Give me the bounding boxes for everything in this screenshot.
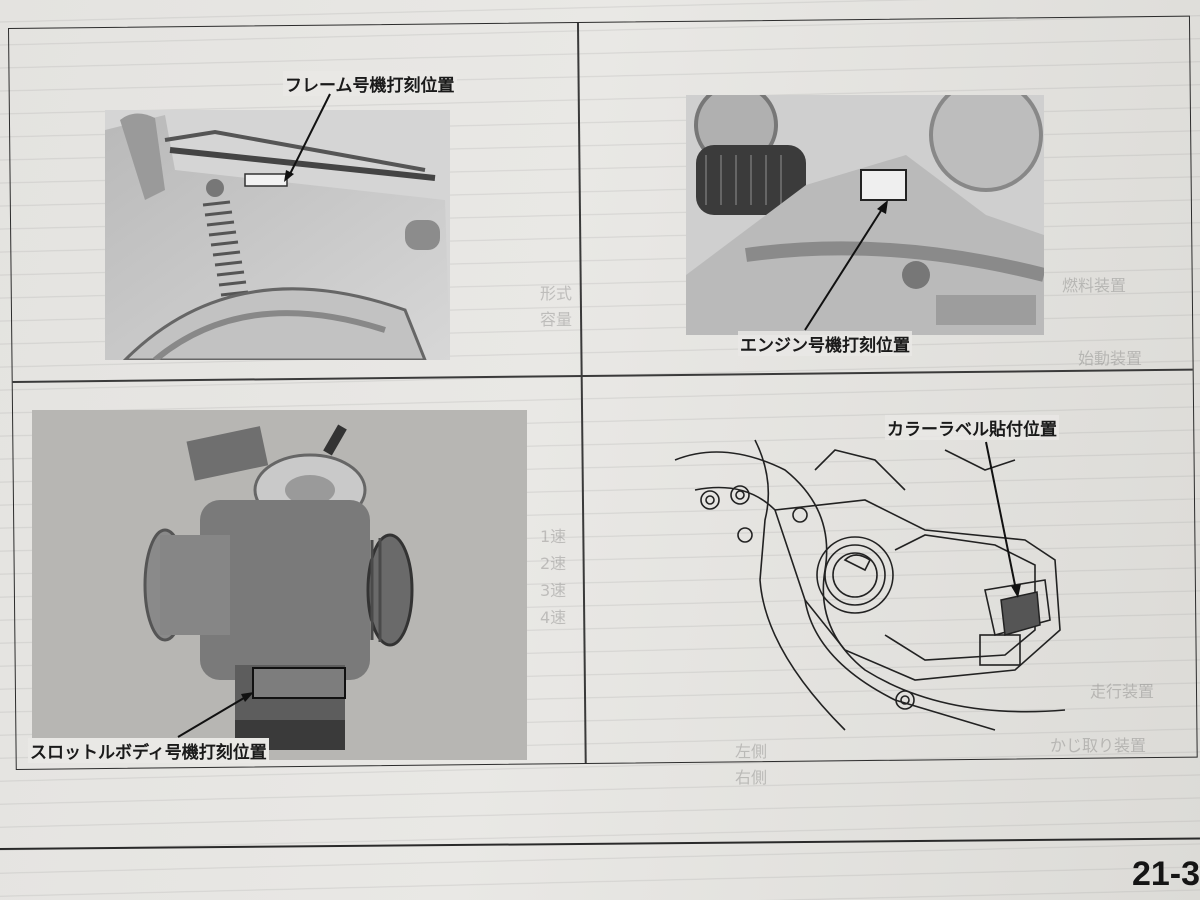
color-label-illustration [674,439,1066,731]
page-number: 21-3 [1131,855,1200,893]
throttle-body-illustration [143,424,414,750]
frame-number-label: フレーム号機打刻位置 [283,71,457,96]
ghost-text: 2速 [540,554,567,573]
ghost-text: 形式 [540,284,573,303]
ghost-text: 左側 [735,742,768,761]
frame-illustration [105,110,450,360]
throttle-label-leader [177,692,254,738]
ghost-text: 右側 [735,768,768,787]
vertical-divider [576,23,587,764]
color-label-position-label: カラーラベル貼付位置 [885,415,1059,440]
ghost-text: 3速 [540,581,567,600]
throttle-body-number-label: スロットルボディ号機打刻位置 [28,738,269,763]
horizontal-divider [12,368,1193,383]
ghost-text: 走行装置 [1090,682,1155,701]
ghost-text: 4速 [540,608,567,627]
ghost-text: 1速 [540,527,567,546]
ghost-text: 始動装置 [1078,349,1143,368]
frame-label-leader [284,93,331,182]
engine-illustration [686,95,1044,335]
engine-label-leader [804,200,888,331]
ghost-text: 燃料装置 [1062,276,1127,295]
color-label-leader [985,441,1021,598]
ghost-text: かじ取り装置 [1050,736,1147,755]
engine-number-label: エンジン号機打刻位置 [738,331,912,356]
ghost-text: 容量 [540,310,573,329]
